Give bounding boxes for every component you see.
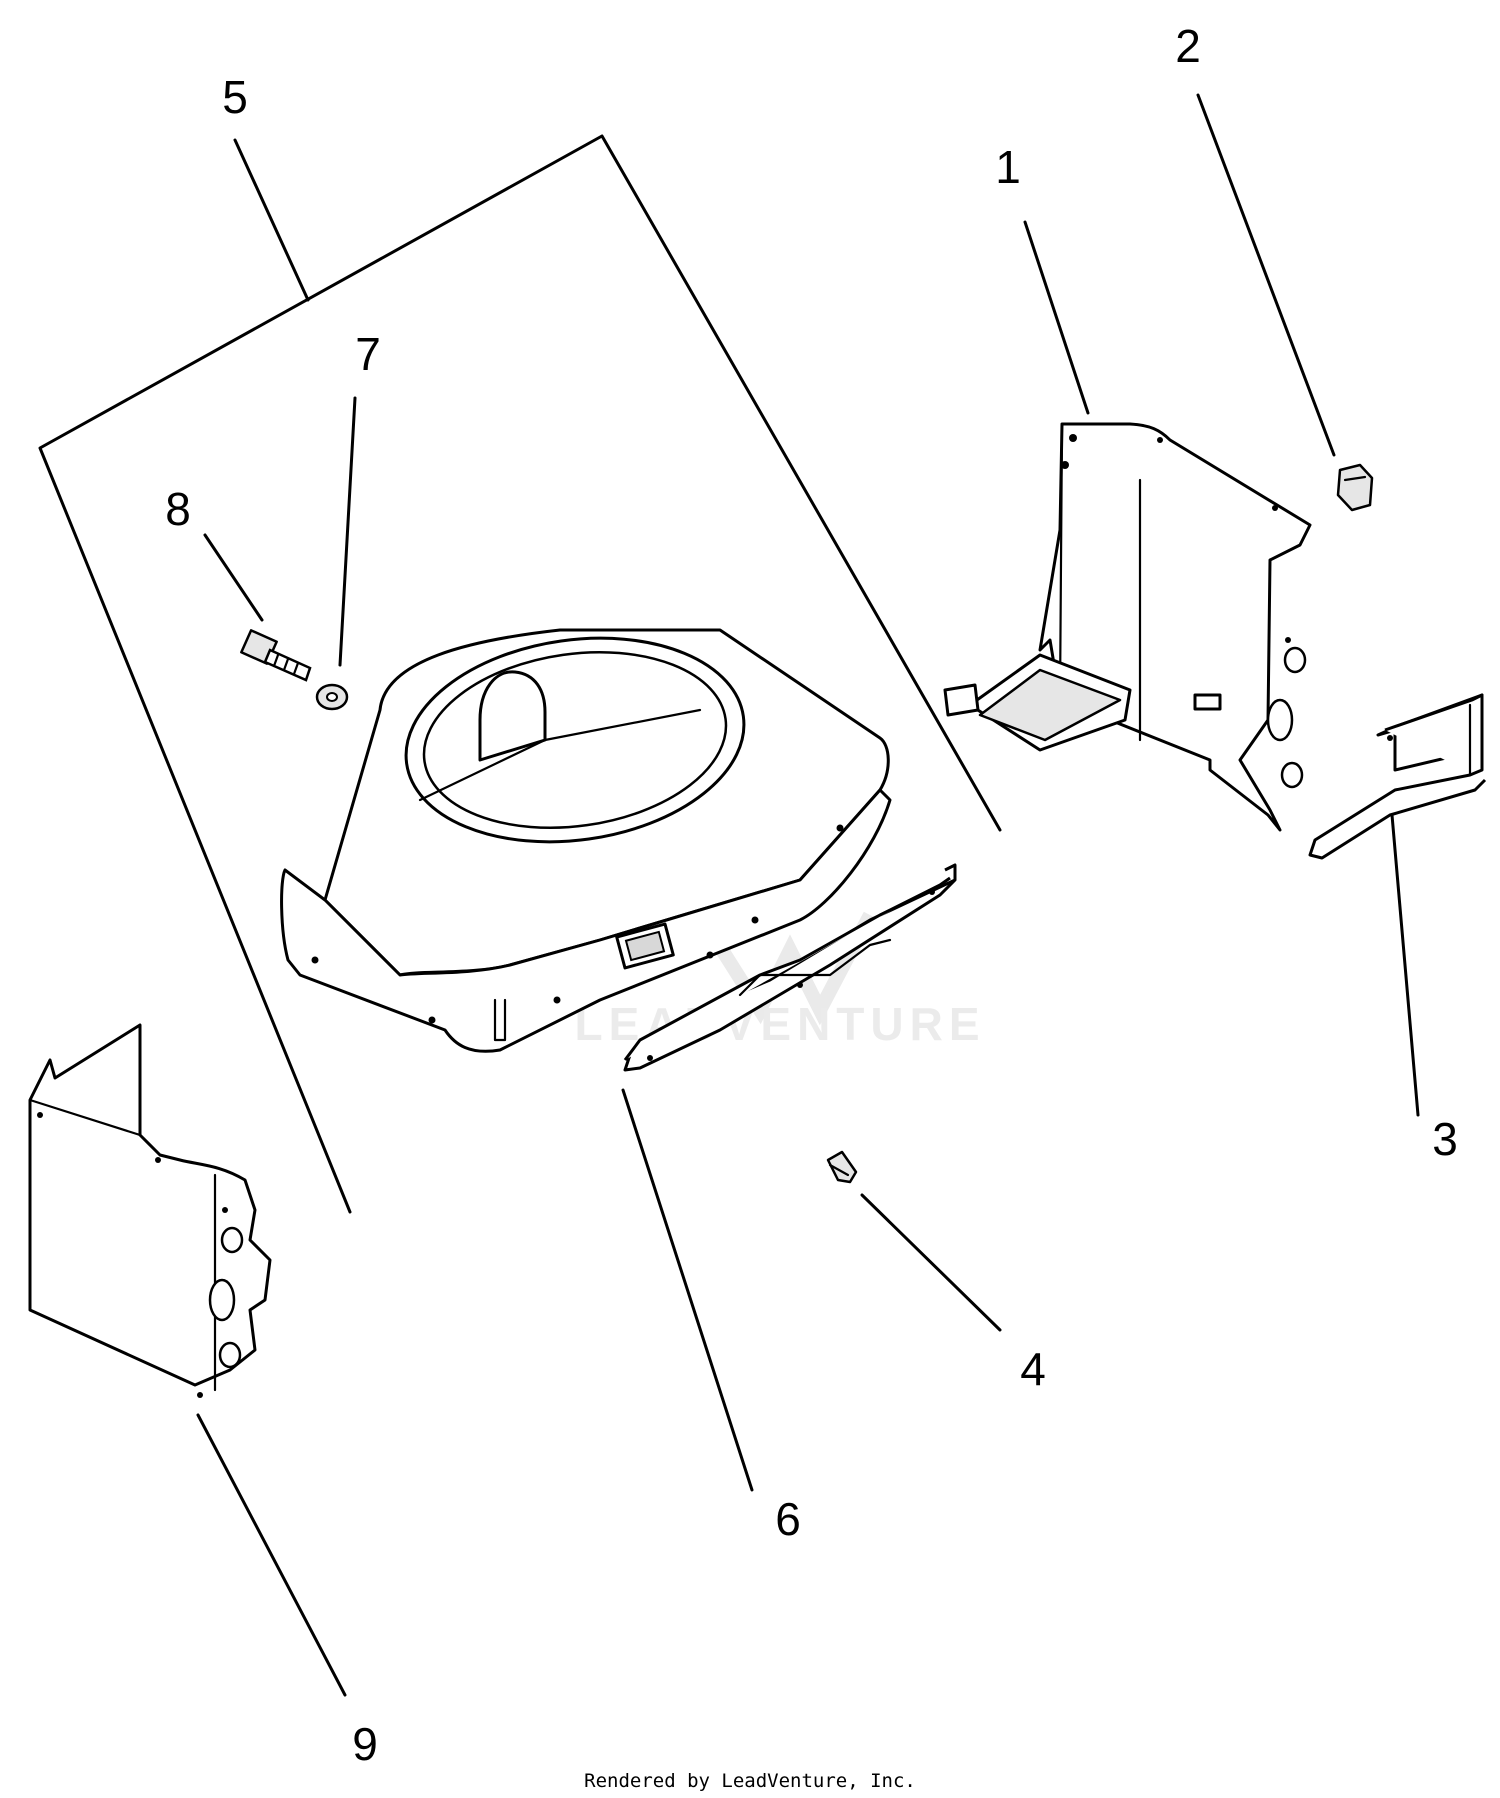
part-2-clip <box>1196 93 1374 512</box>
callout-2: 2 <box>1175 20 1201 72</box>
part-1-rear-shroud <box>943 220 1312 832</box>
part-6-baffle <box>621 863 957 1492</box>
part-3-bracket <box>1308 693 1487 1117</box>
part-7-washer <box>315 396 357 711</box>
v-logo-icon <box>694 911 877 1026</box>
part-8-bolt <box>203 533 312 682</box>
part-9-side-shield <box>28 1023 347 1697</box>
callout-6: 6 <box>775 1493 801 1545</box>
watermark-text: LEADVENTURE <box>574 998 985 1050</box>
callout-7: 7 <box>355 328 381 380</box>
callout-3: 3 <box>1432 1113 1458 1165</box>
callout-4: 4 <box>1020 1343 1046 1395</box>
part-5-blower-housing <box>280 628 892 1053</box>
callout-5: 5 <box>222 71 248 123</box>
callout-8: 8 <box>165 483 191 535</box>
credit-footer: Rendered by LeadVenture, Inc. <box>584 1770 916 1792</box>
part-4-screw <box>826 1150 1002 1332</box>
callout-9: 9 <box>352 1718 378 1770</box>
callout-1: 1 <box>995 141 1021 193</box>
assembly-bracket-5 <box>38 134 1002 1214</box>
